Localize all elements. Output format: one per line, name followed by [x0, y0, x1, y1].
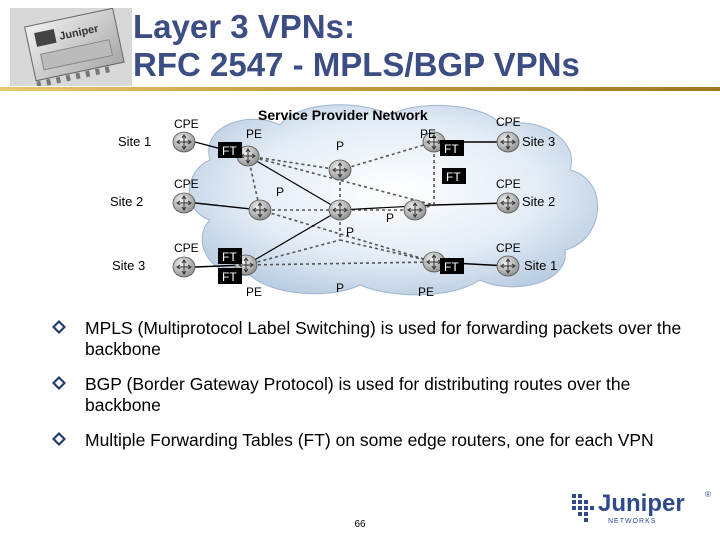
cpe-router-site-3-right [496, 131, 520, 153]
cpe-router-site-3-left [172, 256, 196, 278]
p-label: P [336, 139, 344, 153]
provider-network-label: Service Provider Network [258, 107, 428, 123]
title-line-1: Layer 3 VPNs: [133, 8, 355, 45]
slide-title: Layer 3 VPNs: RFC 2547 - MPLS/BGP VPNs [133, 8, 713, 84]
cpe-label: CPE [496, 115, 521, 129]
registered-mark: ® [705, 490, 711, 499]
p-label: P [336, 281, 344, 295]
cpe-label: CPE [496, 241, 521, 255]
svg-text:FT: FT [446, 170, 461, 184]
cpe-router-site-1-right [496, 255, 520, 277]
cpe-label: CPE [496, 177, 521, 191]
logo-wordmark: Juniper [598, 490, 685, 517]
bullet-item: BGP (Border Gateway Protocol) is used fo… [52, 374, 702, 416]
cpe-router-site-2-right [496, 192, 520, 214]
site-label-right-3: Site 1 [524, 258, 557, 273]
juniper-mark-icon [572, 494, 594, 522]
cpe-router-site-2-left [172, 192, 196, 214]
pe-label: PE [420, 127, 436, 141]
chip-image: Juniper [10, 7, 132, 88]
cpe-router-site-1 [172, 131, 196, 153]
title-divider [0, 87, 720, 91]
pe-label: PE [418, 285, 434, 299]
bullet-marker-icon [52, 320, 66, 334]
pe-label: PE [246, 127, 262, 141]
title-line-2: RFC 2547 - MPLS/BGP VPNs [133, 46, 580, 83]
bullet-item: MPLS (Multiprotocol Label Switching) is … [52, 318, 702, 360]
forwarding-table-boxes: FT FT FT FT FT FT [218, 140, 466, 284]
bullet-text: BGP (Border Gateway Protocol) is used fo… [85, 374, 631, 415]
svg-text:FT: FT [222, 144, 237, 158]
p-router-center [328, 199, 352, 221]
cpe-label: CPE [174, 177, 199, 191]
p-label: P [276, 185, 284, 199]
bullet-marker-icon [52, 376, 66, 390]
backbone-links [245, 141, 435, 266]
site-label-left-3: Site 3 [112, 258, 145, 273]
bullet-text: MPLS (Multiprotocol Label Switching) is … [85, 318, 682, 359]
cpe-label: CPE [174, 117, 199, 131]
bullet-text: Multiple Forwarding Tables (FT) on some … [85, 430, 654, 450]
juniper-logo: Juniper ® NETWORKS [568, 488, 713, 532]
site-label-right-2: Site 2 [522, 194, 555, 209]
site-label-right-1: Site 3 [522, 134, 555, 149]
p-label: P [346, 225, 354, 239]
page-number: 66 [354, 519, 366, 530]
site-label-left-2: Site 2 [110, 194, 143, 209]
svg-text:FT: FT [444, 142, 459, 156]
logo-subtitle: NETWORKS [608, 518, 657, 525]
p-router-right [403, 199, 427, 221]
p-router-top [328, 159, 352, 181]
bullet-list: MPLS (Multiprotocol Label Switching) is … [52, 318, 702, 465]
bullet-marker-icon [52, 432, 66, 446]
svg-text:FT: FT [444, 260, 459, 274]
pe-label: PE [246, 285, 262, 299]
vpn-network-diagram: FT FT FT FT FT FT Service Provider Netwo… [100, 100, 720, 300]
p-router-left [248, 199, 272, 221]
site-label-left-1: Site 1 [118, 134, 151, 149]
svg-text:FT: FT [222, 250, 237, 264]
bullet-item: Multiple Forwarding Tables (FT) on some … [52, 430, 702, 451]
p-label: P [386, 211, 394, 225]
cpe-label: CPE [174, 241, 199, 255]
svg-text:FT: FT [222, 270, 237, 284]
